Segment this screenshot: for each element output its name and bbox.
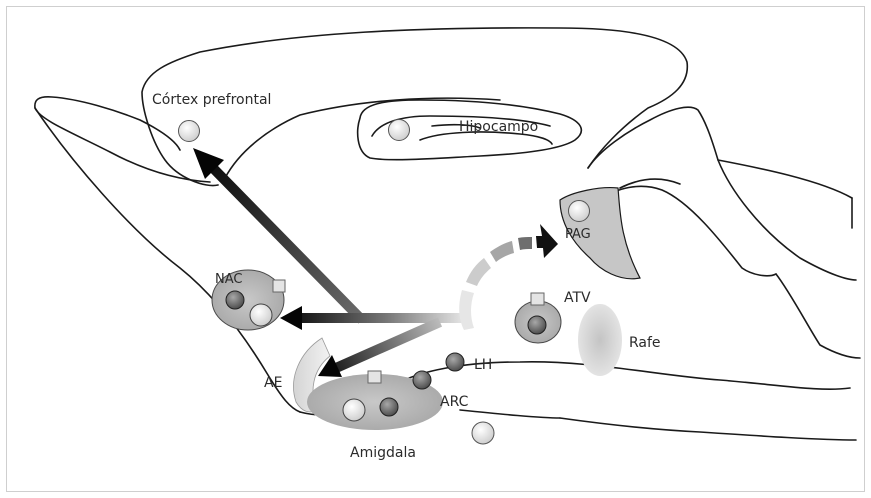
neuron-lower	[472, 422, 494, 444]
label-atv: ATV	[564, 290, 591, 306]
receptor-atv	[531, 293, 544, 305]
neuron-nac-light	[250, 304, 272, 326]
neuron-amygdala-dark	[380, 398, 398, 416]
label-nac: NAC	[215, 272, 242, 287]
label-hippocampus: Hipocampo	[459, 119, 538, 135]
neuron-lh	[446, 353, 464, 371]
rafe-region	[578, 304, 622, 376]
receptor-amygdala	[368, 371, 381, 383]
label-arc: ARC	[440, 394, 469, 410]
neuron-cortex	[179, 121, 200, 142]
neuron-hippocampus	[389, 120, 410, 141]
label-lh: LH	[474, 357, 492, 373]
label-amygdala: Amigdala	[350, 445, 416, 461]
receptor-nac	[273, 280, 285, 292]
neuron-pag	[569, 201, 590, 222]
label-cortex: Córtex prefrontal	[152, 92, 271, 108]
neuron-atv	[528, 316, 546, 334]
neuron-nac-dark	[226, 291, 244, 309]
neuron-amygdala-light	[343, 399, 365, 421]
label-rafe: Rafe	[629, 335, 661, 351]
frame-border	[7, 7, 865, 492]
label-pag: PAG	[565, 227, 591, 242]
neuron-arc	[413, 371, 431, 389]
label-ae: AE	[264, 375, 282, 391]
